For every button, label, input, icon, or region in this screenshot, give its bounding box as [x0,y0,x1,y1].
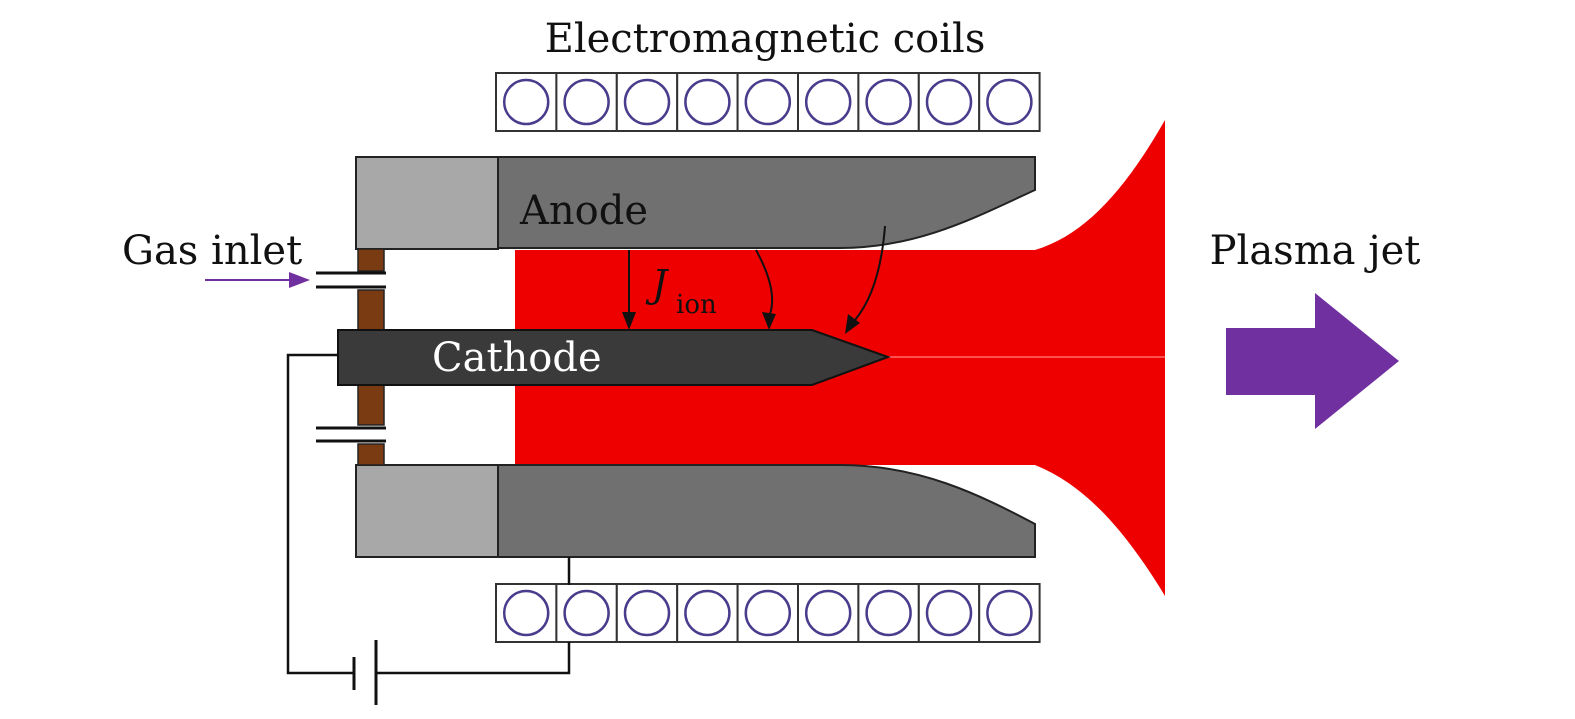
seal-block [357,248,385,272]
coil-cell [495,72,558,132]
thick-right-arrow-icon [1226,293,1399,429]
coils-label: Electromagnetic coils [545,16,986,62]
ion-current-arrowheads [622,312,860,334]
coil-cell [615,72,679,132]
coil-cell [555,72,618,132]
coil-frame [857,72,920,132]
coil-cell [857,72,920,132]
coil-winding-icon [502,78,550,126]
coil-row-top [495,72,1041,132]
coil-winding-icon [986,589,1033,637]
coil-cell [676,583,739,643]
cathode-label: Cathode [432,335,602,381]
thin-right-arrow-icon [205,272,310,288]
coil-winding-icon [684,78,731,126]
current-subscript: ion [676,290,717,320]
coil-cell [736,72,799,132]
gas-inlet-channel-bottom [316,426,386,443]
coil-frame [676,583,739,643]
insulator-bottom [355,464,499,558]
coil-frame [676,72,739,132]
coil-frame [917,72,981,132]
coil-frame [555,72,618,132]
coil-cell [978,72,1041,132]
circuit-wires [286,353,571,675]
coil-frame [495,72,558,132]
coil-winding-icon [744,78,792,126]
coil-cell [857,583,920,643]
anode-bottom [497,464,1036,558]
coil-winding-icon [744,589,792,637]
coil-winding-icon [986,78,1033,126]
coil-frame [615,583,679,643]
coil-frame [978,72,1041,132]
ion-current-arrows [628,225,886,321]
coil-winding-icon [804,78,852,126]
coil-winding-icon [623,589,671,637]
gas-inlet-channel-top [316,271,386,289]
coil-row-bottom [495,583,1041,643]
coil-cell [917,583,981,643]
coil-winding-icon [865,589,912,637]
coil-cell [615,583,679,643]
coil-winding-icon [865,78,912,126]
coil-cell [676,72,739,132]
coil-cell [978,583,1041,643]
coil-winding-icon [804,589,852,637]
battery-icon [352,640,378,705]
coil-winding-icon [684,589,731,637]
coil-cell [917,72,981,132]
coil-winding-icon [502,589,550,637]
coil-frame [917,583,981,643]
coil-cell [736,583,799,643]
insulator-top [355,156,499,250]
coil-frame [857,583,920,643]
cathode [337,329,891,386]
coil-winding-icon [925,589,973,637]
coil-frame [978,583,1041,643]
seal-block [357,289,385,331]
coil-cell [797,72,860,132]
coil-winding-icon [925,78,973,126]
coil-winding-icon [623,78,671,126]
coil-winding-icon [563,78,610,126]
anode-label: Anode [519,188,648,234]
coil-winding-icon [563,589,610,637]
coil-frame [495,583,558,643]
plasma-jet-label: Plasma jet [1210,228,1421,274]
gas-inlet-label: Gas inlet [122,228,302,274]
anode-top [497,156,1036,249]
seal-block [357,443,385,466]
coil-cell [797,583,860,643]
coil-cell [495,583,558,643]
coil-frame [797,72,860,132]
coil-frame [615,72,679,132]
coil-cell [555,583,618,643]
seal-block [357,384,385,426]
coil-frame [797,583,860,643]
